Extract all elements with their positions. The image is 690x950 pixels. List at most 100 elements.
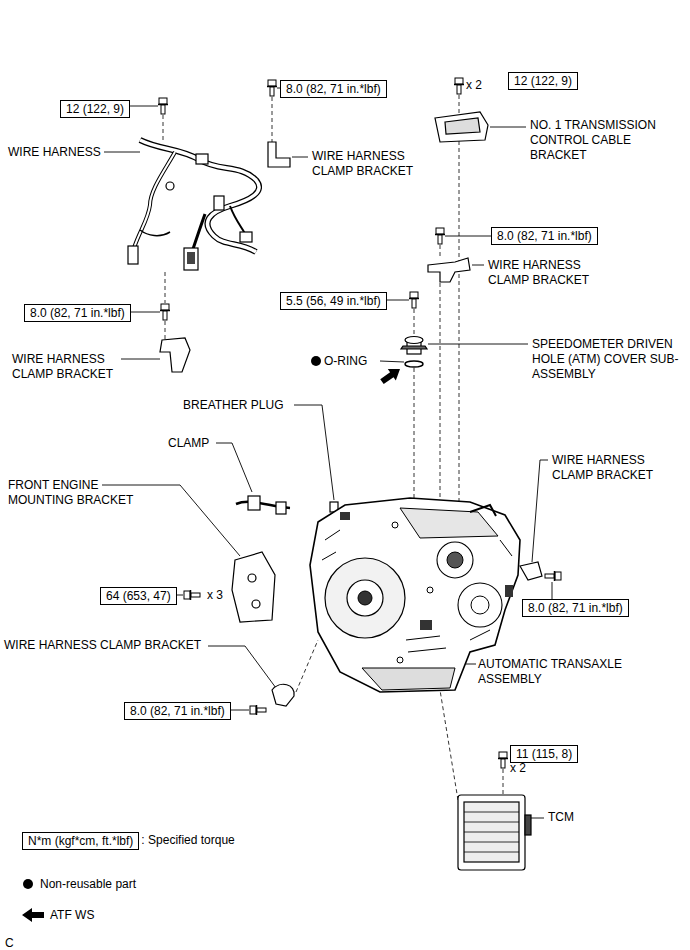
leader-line bbox=[428, 344, 528, 345]
part-label: WIRE HARNESS CLAMP BRACKET bbox=[312, 149, 417, 179]
tcm-unit bbox=[458, 795, 531, 870]
part-label: FRONT ENGINE MOUNTING BRACKET bbox=[8, 478, 143, 508]
torque-value: 11 (115, 8) bbox=[516, 747, 572, 761]
bolt bbox=[435, 228, 445, 244]
wire-harness bbox=[214, 196, 224, 210]
assembly-line bbox=[163, 95, 503, 800]
torque-box: 12 (122, 9) bbox=[508, 72, 578, 90]
clamp bbox=[276, 502, 286, 514]
assembly-line bbox=[503, 769, 504, 795]
leader-line bbox=[121, 359, 160, 360]
transaxle-body bbox=[362, 668, 455, 690]
wire-harness bbox=[128, 246, 138, 264]
bolt bbox=[160, 304, 170, 320]
part-label: C bbox=[5, 936, 14, 950]
legend-text: : Specified torque bbox=[141, 833, 234, 847]
torque-box: 8.0 (82, 71 in.*lbf) bbox=[124, 702, 231, 720]
assembly-line bbox=[163, 115, 164, 140]
torque-box: 8.0 (82, 71 in.*lbf) bbox=[280, 80, 387, 98]
torque-value: 8.0 (82, 71 in.*lbf) bbox=[528, 601, 623, 615]
bracket bbox=[268, 142, 290, 167]
torque-value: 64 (653, 47) bbox=[106, 589, 171, 603]
bracket bbox=[435, 112, 488, 142]
bolt bbox=[498, 752, 508, 768]
leader-line bbox=[490, 127, 526, 128]
transaxle-body bbox=[505, 585, 513, 597]
transaxle-body bbox=[471, 596, 489, 614]
torque-box: N*m (kgf*cm, ft.*lbf) bbox=[22, 832, 139, 850]
torque-leader bbox=[231, 710, 249, 711]
leader-line bbox=[216, 443, 252, 492]
bolt bbox=[184, 590, 200, 600]
wire-harness bbox=[187, 252, 195, 264]
legend-entry: Non-reusable part bbox=[40, 877, 136, 892]
wire-harness bbox=[196, 154, 208, 164]
bolt bbox=[545, 571, 561, 581]
speedometer-cover bbox=[405, 361, 423, 367]
leader-line bbox=[532, 460, 548, 562]
legend-entry: : Specified torque bbox=[141, 833, 234, 848]
part-label: WIRE HARNESS CLAMP BRACKET bbox=[552, 453, 657, 483]
wire-harness bbox=[184, 248, 198, 270]
torque-leader bbox=[387, 300, 409, 301]
part-label: TCM bbox=[548, 810, 574, 825]
part-label: NO. 1 TRANSMISSION CONTROL CABLE BRACKET bbox=[530, 118, 670, 163]
torque-box: 8.0 (82, 71 in.*lbf) bbox=[522, 599, 629, 617]
leader-line bbox=[466, 664, 476, 665]
legend-text: Non-reusable part bbox=[40, 877, 136, 891]
part-label: x 2 bbox=[466, 78, 482, 93]
torque-box: 5.5 (56, 49 in.*lbf) bbox=[280, 292, 387, 310]
transaxle-body bbox=[340, 512, 350, 520]
torque-value: 12 (122, 9) bbox=[514, 74, 572, 88]
wire-harness bbox=[134, 152, 175, 248]
legend-entry: ATF WS bbox=[50, 908, 94, 923]
transaxle-body bbox=[322, 530, 512, 652]
torque-box: 11 (115, 8) bbox=[510, 745, 578, 763]
bracket bbox=[520, 562, 542, 580]
legend-text: ATF WS bbox=[50, 908, 94, 922]
tcm-unit bbox=[458, 795, 525, 870]
part-label: AUTOMATIC TRANSAXLE ASSEMBLY bbox=[478, 657, 628, 687]
transaxle-body bbox=[325, 558, 405, 638]
torque-value: 8.0 (82, 71 in.*lbf) bbox=[130, 704, 225, 718]
bracket bbox=[445, 118, 480, 134]
legend-dot bbox=[23, 879, 33, 889]
transaxle-body bbox=[347, 580, 383, 616]
speedometer-cover bbox=[401, 337, 427, 368]
torque-value: 8.0 (82, 71 in.*lbf) bbox=[286, 82, 381, 96]
wire-harness bbox=[192, 214, 205, 252]
tcm-unit bbox=[464, 802, 519, 862]
tcm-unit bbox=[464, 812, 519, 852]
torque-value: 5.5 (56, 49 in.*lbf) bbox=[286, 294, 381, 308]
bracket bbox=[160, 112, 542, 706]
bolt bbox=[267, 80, 277, 96]
part-label: CLAMP bbox=[168, 436, 209, 451]
torque-leader bbox=[131, 312, 160, 313]
torque-leader bbox=[177, 595, 183, 596]
assembly-line bbox=[459, 95, 460, 113]
wire-harness bbox=[166, 182, 174, 190]
leader-line bbox=[208, 646, 276, 688]
assembly-line bbox=[440, 283, 441, 500]
wire-harness bbox=[134, 152, 175, 248]
torque-box: 12 (122, 9) bbox=[60, 100, 130, 118]
bracket bbox=[248, 574, 256, 582]
tcm-unit bbox=[525, 815, 531, 835]
torque-leader bbox=[552, 582, 553, 599]
torque-box: 8.0 (82, 71 in.*lbf) bbox=[24, 304, 131, 322]
transaxle-body bbox=[397, 657, 403, 663]
part-label: WIRE HARNESS CLAMP BRACKET bbox=[4, 638, 201, 653]
leader-line bbox=[294, 405, 334, 500]
part-label: WIRE HARNESS CLAMP BRACKET bbox=[488, 258, 593, 288]
bracket bbox=[428, 258, 470, 282]
bracket bbox=[252, 600, 260, 608]
bracket bbox=[160, 338, 190, 372]
assembly-line bbox=[296, 640, 318, 692]
leader-line bbox=[104, 152, 140, 153]
leader-line bbox=[292, 157, 308, 158]
part-label: O-RING bbox=[324, 354, 367, 369]
transaxle-body bbox=[358, 591, 372, 605]
torque-value: 8.0 (82, 71 in.*lbf) bbox=[497, 229, 592, 243]
bolt bbox=[454, 78, 464, 94]
